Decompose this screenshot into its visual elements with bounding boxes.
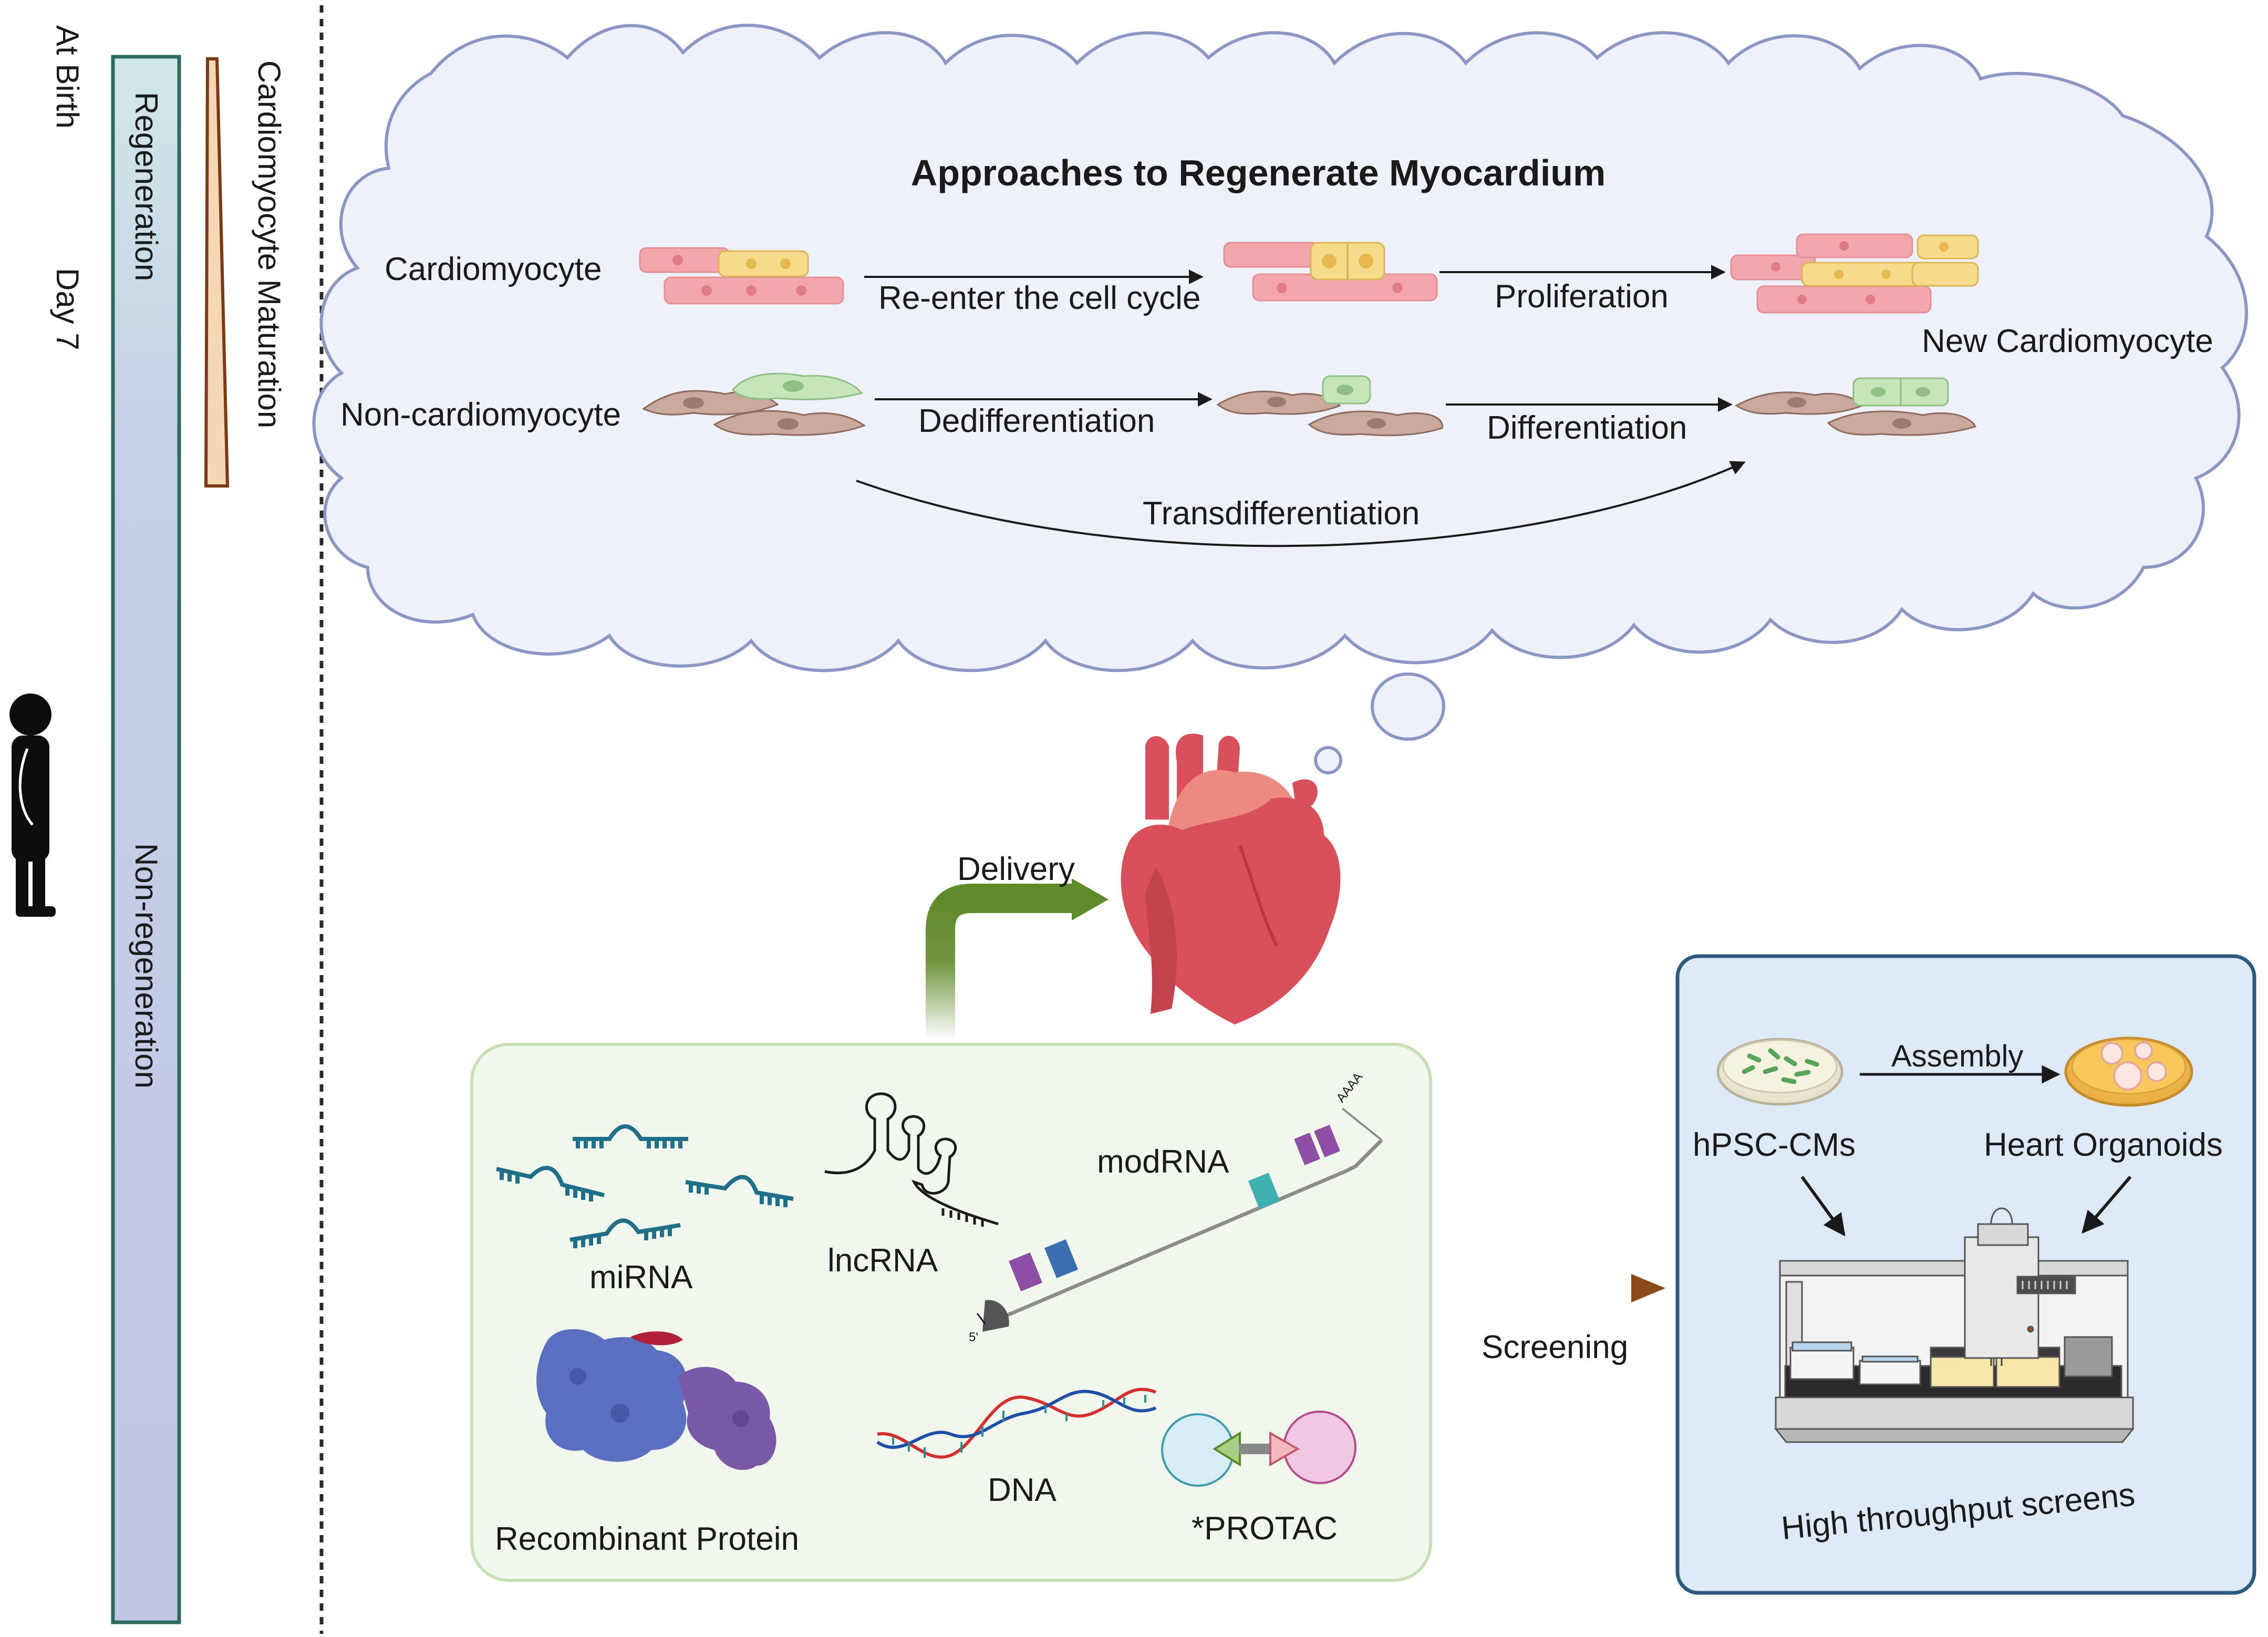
delivery-arrow-head [1072, 878, 1109, 920]
heart-icon [1121, 733, 1341, 1024]
dna-icon [876, 1387, 1157, 1459]
maturation-label: Cardiomyocyte Maturation [252, 60, 287, 428]
regeneration-label: Regeneration [129, 92, 164, 281]
modrna-label: modRNA [1097, 1144, 1229, 1180]
differentiation-label: Differentiation [1487, 410, 1687, 446]
mirna-icon [496, 1124, 794, 1248]
transdifferentiation-label: Transdifferentiation [1143, 495, 1420, 532]
at-birth-label: At Birth [50, 25, 85, 129]
molecule-toolbox: miRNA lncRNA 5' AAAA modRNA [470, 1043, 1432, 1582]
regeneration-timeline-bar [111, 55, 181, 1624]
liquid-handling-robot-icon [1774, 1207, 2135, 1443]
protac-label: *PROTAC [1192, 1510, 1338, 1547]
recombinant-protein-label: Recombinant Protein [495, 1521, 799, 1557]
day7-label: Day 7 [50, 268, 85, 350]
differentiated-cells-icon [1735, 377, 1977, 436]
thought-bubble-small [1314, 746, 1342, 774]
hpsc-dish-icon [1716, 1038, 1844, 1106]
dedifferentiated-cells-icon [1216, 375, 1443, 437]
five-prime-label: 5' [969, 1330, 978, 1344]
screening-label: Screening [1482, 1329, 1628, 1365]
delivery-label: Delivery [957, 851, 1075, 887]
cardiomyocyte-cells-icon [639, 247, 844, 305]
molecule-box [470, 1043, 1432, 1582]
dividing-cardiomyocyte-icon [1223, 242, 1438, 302]
hpsc-to-robot-arrow [1800, 1176, 1846, 1237]
high-throughput-panel: hPSC-CMs Assembly Heart Organoids [1675, 954, 2256, 1595]
non-regeneration-label: Non-regeneration [129, 843, 164, 1089]
thought-bubble-large [1371, 672, 1445, 741]
heart-organoids-label: Heart Organoids [1984, 1127, 2223, 1163]
cloud-shape [312, 24, 2248, 672]
organoid-dish-icon [2064, 1037, 2193, 1107]
new-cardiomyocyte-cells-icon [1730, 233, 1979, 314]
maturation-wedge [204, 57, 230, 488]
hpsc-cms-label: hPSC-CMs [1693, 1127, 1856, 1163]
new-cardiomyocyte-label: New Cardiomyocyte [1922, 323, 2213, 359]
dna-label: DNA [988, 1472, 1057, 1508]
proliferation-label: Proliferation [1495, 278, 1669, 315]
recombinant-protein-icon [536, 1329, 776, 1470]
timeline: At Birth Day 7 Regeneration Non-regenera… [9, 5, 324, 1634]
screening-arrow-head [1631, 1274, 1665, 1302]
non-cardiomyocyte-label: Non-cardiomyocyte [340, 397, 621, 433]
assembly-label: Assembly [1891, 1039, 2023, 1073]
delivery-arrow [926, 884, 1077, 1040]
cloud-title: Approaches to Regenerate Myocardium [911, 152, 1606, 193]
lncrna-icon [824, 1092, 999, 1227]
thought-cloud: Approaches to Regenerate Myocardium Card… [312, 24, 2248, 774]
transdifferentiation-arrow [856, 461, 1746, 547]
mirna-label: miRNA [589, 1259, 693, 1296]
reenter-label: Re-enter the cell cycle [878, 280, 1200, 316]
fibroblast-cells-icon [642, 372, 866, 436]
organoids-to-robot-arrow [2081, 1176, 2132, 1234]
protac-icon [1161, 1411, 1356, 1487]
lncrna-label: lncRNA [827, 1242, 938, 1279]
modrna-icon [976, 1107, 1383, 1332]
human-figure-icon [9, 693, 56, 917]
dedifferentiation-label: Dedifferentiation [918, 403, 1155, 439]
cardiomyocyte-label: Cardiomyocyte [385, 251, 602, 287]
